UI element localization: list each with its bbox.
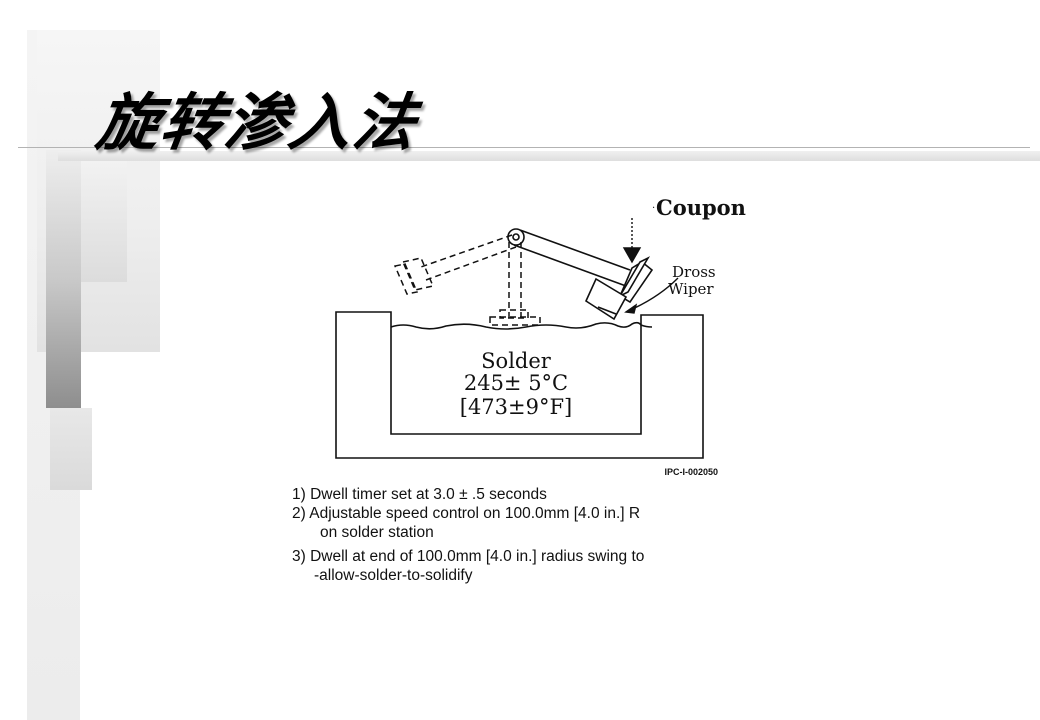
figure-id: IPC-I-002050 bbox=[664, 467, 718, 477]
rotary-dip-diagram: Coupon . Dross Wiper Solder 245± 5°C [47… bbox=[260, 190, 820, 610]
note-1: 1) Dwell timer set at 3.0 ± .5 seconds bbox=[292, 486, 547, 503]
solder-label: Solder bbox=[481, 349, 552, 373]
temperature-fahrenheit: [473±9°F] bbox=[460, 395, 573, 419]
note-2: 2) Adjustable speed control on 100.0mm [… bbox=[292, 505, 641, 522]
dross-wiper-pointer bbox=[624, 277, 679, 314]
procedure-notes: 1) Dwell timer set at 3.0 ± .5 seconds 2… bbox=[292, 485, 644, 585]
note-3: 3) Dwell at end of 100.0mm [4.0 in.] rad… bbox=[292, 548, 645, 565]
note-3-continued: -allow-solder-to-solidify bbox=[314, 567, 473, 584]
temperature-celsius: 245± 5°C bbox=[464, 371, 568, 395]
slide-title: 旋转渗入法 bbox=[92, 86, 423, 159]
svg-text:.: . bbox=[652, 200, 655, 211]
solder-pot bbox=[335, 311, 704, 459]
rotating-arm bbox=[507, 228, 654, 321]
title-divider-line bbox=[18, 147, 1030, 148]
coupon-label: Coupon bbox=[656, 195, 746, 220]
wiper-label: Wiper bbox=[668, 280, 714, 298]
title-divider-band bbox=[58, 151, 1040, 161]
background-decoration-gradient-bar bbox=[46, 150, 81, 408]
coupon-arrow bbox=[622, 218, 642, 264]
dross-label: Dross bbox=[672, 263, 716, 281]
note-2-continued: on solder station bbox=[320, 524, 434, 541]
background-decoration-block-lower bbox=[50, 408, 92, 490]
arm-position-dashed bbox=[393, 234, 541, 326]
